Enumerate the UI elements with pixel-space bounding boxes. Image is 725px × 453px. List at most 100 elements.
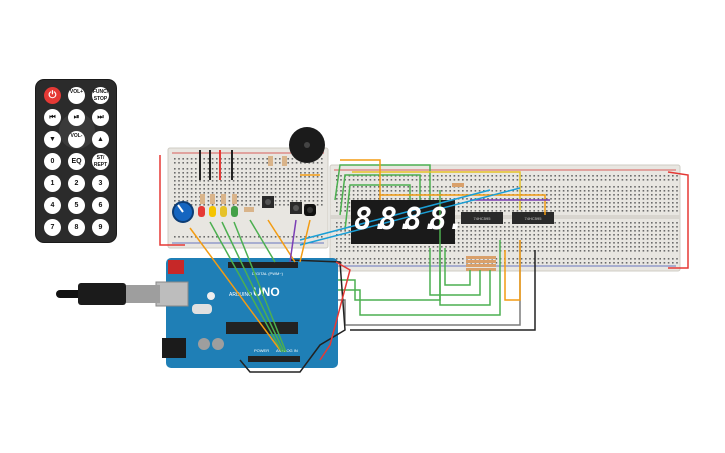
hole: [199, 204, 201, 206]
hole: [308, 176, 310, 178]
hole: [478, 234, 481, 236]
hole: [672, 186, 674, 188]
hole: [253, 180, 256, 182]
hole: [583, 258, 586, 260]
hole: [625, 194, 628, 196]
piezo-buzzer[interactable]: [289, 127, 325, 163]
hole: [274, 158, 277, 160]
digit-4-button[interactable]: 4: [44, 197, 61, 214]
hole: [541, 234, 544, 236]
ir-receiver[interactable]: [304, 204, 316, 216]
hole: [369, 186, 372, 188]
hole: [190, 158, 193, 160]
led-yellow-2[interactable]: [220, 206, 227, 217]
hole: [340, 179, 342, 181]
hole: [241, 200, 243, 202]
hole: [357, 262, 359, 264]
hole: [621, 258, 624, 260]
hole: [369, 250, 372, 252]
digit-5-button[interactable]: 5: [68, 197, 85, 214]
hole: [457, 250, 460, 252]
led-red[interactable]: [198, 206, 205, 217]
hole: [625, 258, 628, 260]
power-button[interactable]: ⏻: [44, 87, 61, 104]
hole: [241, 204, 243, 206]
hole: [625, 210, 628, 212]
digit-1-button[interactable]: 1: [44, 175, 61, 192]
hole: [321, 196, 323, 198]
hole: [617, 262, 619, 264]
hole: [567, 206, 569, 208]
hole: [399, 190, 401, 192]
hole: [571, 210, 573, 212]
hole: [583, 194, 586, 196]
hole: [529, 186, 531, 188]
hole: [399, 198, 401, 200]
hole: [495, 179, 498, 181]
digit-8-button[interactable]: 8: [68, 219, 85, 236]
hole: [453, 258, 456, 260]
hole: [525, 175, 527, 177]
hole: [617, 194, 619, 196]
shift-register-1[interactable]: 74HC595: [461, 212, 503, 224]
hole: [253, 236, 256, 238]
down-button[interactable]: ▼: [44, 131, 61, 148]
hole: [638, 186, 640, 188]
hole: [663, 175, 666, 177]
hole: [445, 258, 447, 260]
led-green[interactable]: [231, 206, 238, 217]
digit-0-button[interactable]: 0: [44, 153, 61, 170]
hole: [520, 226, 523, 228]
hole: [186, 196, 189, 198]
up-button[interactable]: ▲: [92, 131, 109, 148]
digit-7-button[interactable]: 7: [44, 219, 61, 236]
led-yellow[interactable]: [209, 206, 216, 217]
hole: [266, 172, 268, 174]
hole: [340, 190, 342, 192]
hole: [663, 242, 666, 244]
hole: [600, 186, 603, 188]
hole: [411, 198, 414, 200]
push-button[interactable]: [262, 196, 274, 208]
st-rept-button[interactable]: ST/ REPT: [92, 153, 109, 170]
digit-2-button[interactable]: 2: [68, 175, 85, 192]
hole: [340, 198, 342, 200]
hole: [457, 258, 460, 260]
shift-register-2[interactable]: 74HC595: [512, 212, 554, 224]
hole: [478, 242, 481, 244]
hole: [642, 238, 645, 240]
hole: [386, 258, 388, 260]
hole: [546, 198, 548, 200]
hole: [667, 210, 670, 212]
hole: [592, 234, 594, 236]
next-button[interactable]: ⏭: [92, 109, 109, 126]
usb-cable[interactable]: [56, 283, 160, 305]
hole: [625, 179, 628, 181]
digit-9-button[interactable]: 9: [92, 219, 109, 236]
hole: [487, 250, 489, 252]
digit-6-button[interactable]: 6: [92, 197, 109, 214]
hole: [291, 172, 294, 174]
func-stop-button[interactable]: FUNC/ STOP: [92, 87, 109, 104]
hole: [348, 242, 351, 244]
potentiometer[interactable]: [172, 201, 194, 223]
hole: [361, 190, 363, 192]
hole: [676, 230, 678, 232]
hole: [495, 175, 498, 177]
hole: [390, 175, 393, 177]
vol-down-button[interactable]: VOL-: [68, 131, 85, 148]
digit-3-button[interactable]: 3: [92, 175, 109, 192]
hole: [190, 176, 193, 178]
hole: [609, 230, 611, 232]
play-pause-button[interactable]: ⏯: [68, 109, 85, 126]
hole: [634, 202, 636, 204]
prev-button[interactable]: ⏮: [44, 109, 61, 126]
hole: [220, 180, 222, 182]
push-button-2[interactable]: [290, 202, 302, 214]
eq-button[interactable]: EQ: [68, 153, 85, 170]
vol-up-button[interactable]: VOL+: [68, 87, 85, 104]
hole: [249, 158, 252, 160]
hole: [283, 196, 285, 198]
